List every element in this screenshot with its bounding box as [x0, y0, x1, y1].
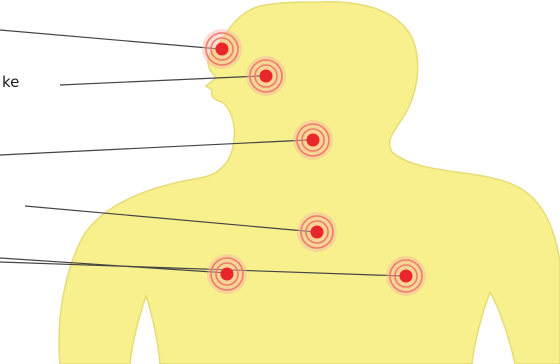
partial-label-text: ke: [2, 73, 19, 91]
marker-chest: [297, 212, 337, 252]
leader-line-temple: [0, 30, 220, 49]
marker-temple: [202, 29, 242, 69]
human-body-silhouette: [59, 2, 560, 364]
marker-jaw: [246, 56, 286, 96]
marker-right-shoulder: [386, 256, 426, 296]
marker-left-shoulder: [207, 254, 247, 294]
marker-neck: [293, 120, 333, 160]
